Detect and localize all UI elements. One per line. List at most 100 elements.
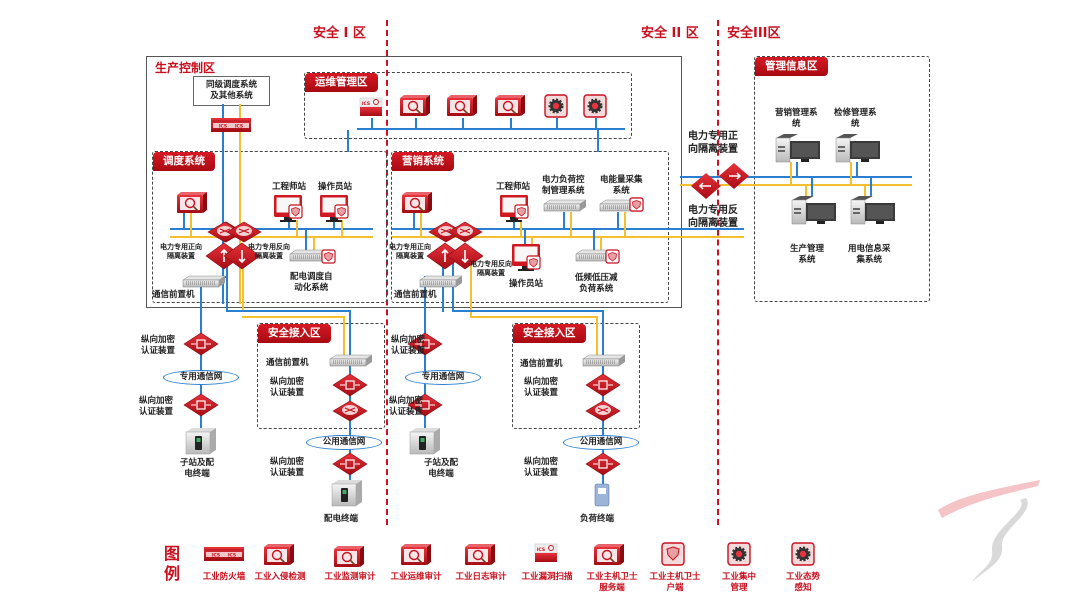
- logo-stroke-red: [938, 480, 1040, 518]
- marketing-bus-blue: [392, 228, 744, 230]
- link-yellow: [864, 184, 866, 196]
- legend-label: 工业入侵检测: [254, 572, 306, 582]
- legend-label: 工业集中 管理: [721, 572, 756, 593]
- link-blue: [856, 162, 858, 177]
- legend-label: 工业日志审计: [455, 572, 507, 582]
- access-zone-right-title: 安全接入区: [513, 324, 586, 343]
- peer-system-label: 同级调度系统 及其他系统: [205, 80, 257, 101]
- link-yellow: [596, 316, 598, 356]
- link-blue: [811, 176, 813, 196]
- link-yellow: [239, 104, 241, 304]
- vertical-auth-label: 纵向加密 认证装置: [524, 457, 559, 478]
- vertical-auth-label: 纵向加密 认证装置: [270, 457, 305, 478]
- substation-label-right: 子站及配 电终端: [424, 458, 459, 479]
- link-yellow: [242, 260, 244, 312]
- marketing-engineer-label: 工程师站: [496, 182, 531, 192]
- mgmt-bus-yellow: [680, 184, 912, 186]
- link-yellow: [343, 316, 345, 356]
- private-network-left: 专用通信网: [163, 370, 239, 385]
- link-blue: [556, 118, 558, 129]
- vuln-scan-icon: [534, 543, 558, 563]
- link-yellow: [520, 220, 522, 237]
- vertical-auth-label: 纵向加密 认证装置: [139, 396, 174, 417]
- situation-awareness-icon: [790, 541, 816, 567]
- link-blue: [226, 310, 351, 312]
- load-terminal-meter-icon: [594, 483, 610, 507]
- dispatch-bus-yellow: [170, 236, 373, 238]
- marketing-fwd-isolation-label: 电力专用正向 隔离装置: [389, 243, 431, 260]
- link-blue: [333, 220, 335, 229]
- zone-2-title: 安全 II 区: [641, 26, 699, 41]
- dms-label: 配电调度自 动化系统: [290, 272, 333, 293]
- vertical-auth-label: 纵向加密 认证装置: [141, 335, 176, 356]
- boundary-rev-isolation-label: 电力专用反 向隔离装置: [688, 205, 738, 229]
- access-zone-left: [257, 323, 385, 429]
- link-blue: [452, 310, 604, 312]
- link-yellow: [190, 210, 192, 237]
- zone-divider-2-3: [717, 20, 719, 525]
- vertical-auth-label: 纵向加密 认证装置: [524, 377, 559, 398]
- access-zone-right: [512, 323, 640, 429]
- link-yellow: [570, 212, 572, 237]
- link-blue: [200, 276, 202, 334]
- vertical-auth-label: 纵向加密 认证装置: [270, 377, 305, 398]
- energy-collect-label: 电能量采集 系统: [600, 175, 643, 196]
- link-yellow: [531, 236, 533, 248]
- vertical-auth-label: 纵向加密 认证装置: [389, 396, 424, 417]
- ops-mgmt-title: 运维管理区: [305, 73, 378, 92]
- link-blue: [222, 104, 224, 304]
- link-yellow: [420, 210, 422, 237]
- link-blue: [597, 130, 599, 152]
- link-yellow: [790, 162, 792, 185]
- mgmt-system-label: 营销管理系 统: [775, 108, 818, 129]
- dispatch-operator-label: 操作员站: [318, 182, 353, 192]
- distribution-terminal-label: 配电终端: [324, 514, 359, 524]
- link-yellow: [470, 316, 598, 318]
- link-blue: [424, 276, 426, 334]
- link-blue: [563, 212, 565, 229]
- marketing-rev-isolation-label: 电力专用反向 隔离装置: [470, 260, 512, 277]
- mgmt-system-label: 生产管理 系统: [790, 244, 825, 265]
- link-blue: [347, 130, 349, 152]
- monitor-audit-icon: [333, 545, 365, 568]
- public-network-left: 公用通信网: [306, 435, 382, 450]
- legend-title: 图 例: [164, 544, 181, 583]
- link-blue: [415, 118, 417, 129]
- zone-1-title: 安全 I 区: [313, 26, 366, 41]
- forward-isolation-boundary-icon: [719, 163, 749, 189]
- legend-label: 工业态势 感知: [785, 572, 820, 593]
- marketing-comm-front-label: 通信前置机: [394, 290, 437, 300]
- marketing-system-title: 营销系统: [392, 152, 454, 171]
- dispatch-rev-isolation-label: 电力专用反向 隔离装置: [248, 243, 290, 260]
- industrial-firewall-icon: [203, 546, 245, 562]
- dispatch-system-title: 调度系统: [153, 152, 215, 171]
- vertical-auth-label: 纵向加密 认证装置: [391, 335, 426, 356]
- link-blue: [413, 210, 415, 229]
- ops-mgmt-bus: [357, 128, 625, 130]
- legend-label: 工业主机卫士 服务端: [586, 572, 638, 593]
- link-yellow: [600, 236, 602, 250]
- link-blue: [183, 210, 185, 229]
- central-mgmt-icon: [726, 541, 752, 567]
- link-blue: [226, 260, 228, 312]
- zone-3-title: 安全III区: [727, 26, 781, 41]
- dispatch-comm-front-label: 通信前置机: [152, 290, 195, 300]
- load-terminal-label: 负荷终端: [580, 514, 615, 524]
- watermark-logo: [938, 480, 1040, 582]
- link-blue: [513, 220, 515, 229]
- mgmt-bus-blue: [680, 176, 912, 178]
- dispatch-engineer-label: 工程师站: [272, 182, 307, 192]
- link-blue: [305, 228, 307, 250]
- marketing-bus-yellow: [392, 236, 744, 238]
- host-guard-client-icon: [661, 542, 685, 566]
- intrusion-detection-icon: [263, 543, 295, 566]
- legend-label: 工业防火墙: [202, 572, 246, 582]
- link-yellow: [850, 162, 852, 185]
- zone-divider-1-2: [386, 20, 388, 525]
- public-network-right: 公用通信网: [563, 435, 639, 450]
- marketing-system-area: [391, 151, 669, 303]
- link-blue: [602, 310, 604, 356]
- link-yellow: [341, 220, 343, 237]
